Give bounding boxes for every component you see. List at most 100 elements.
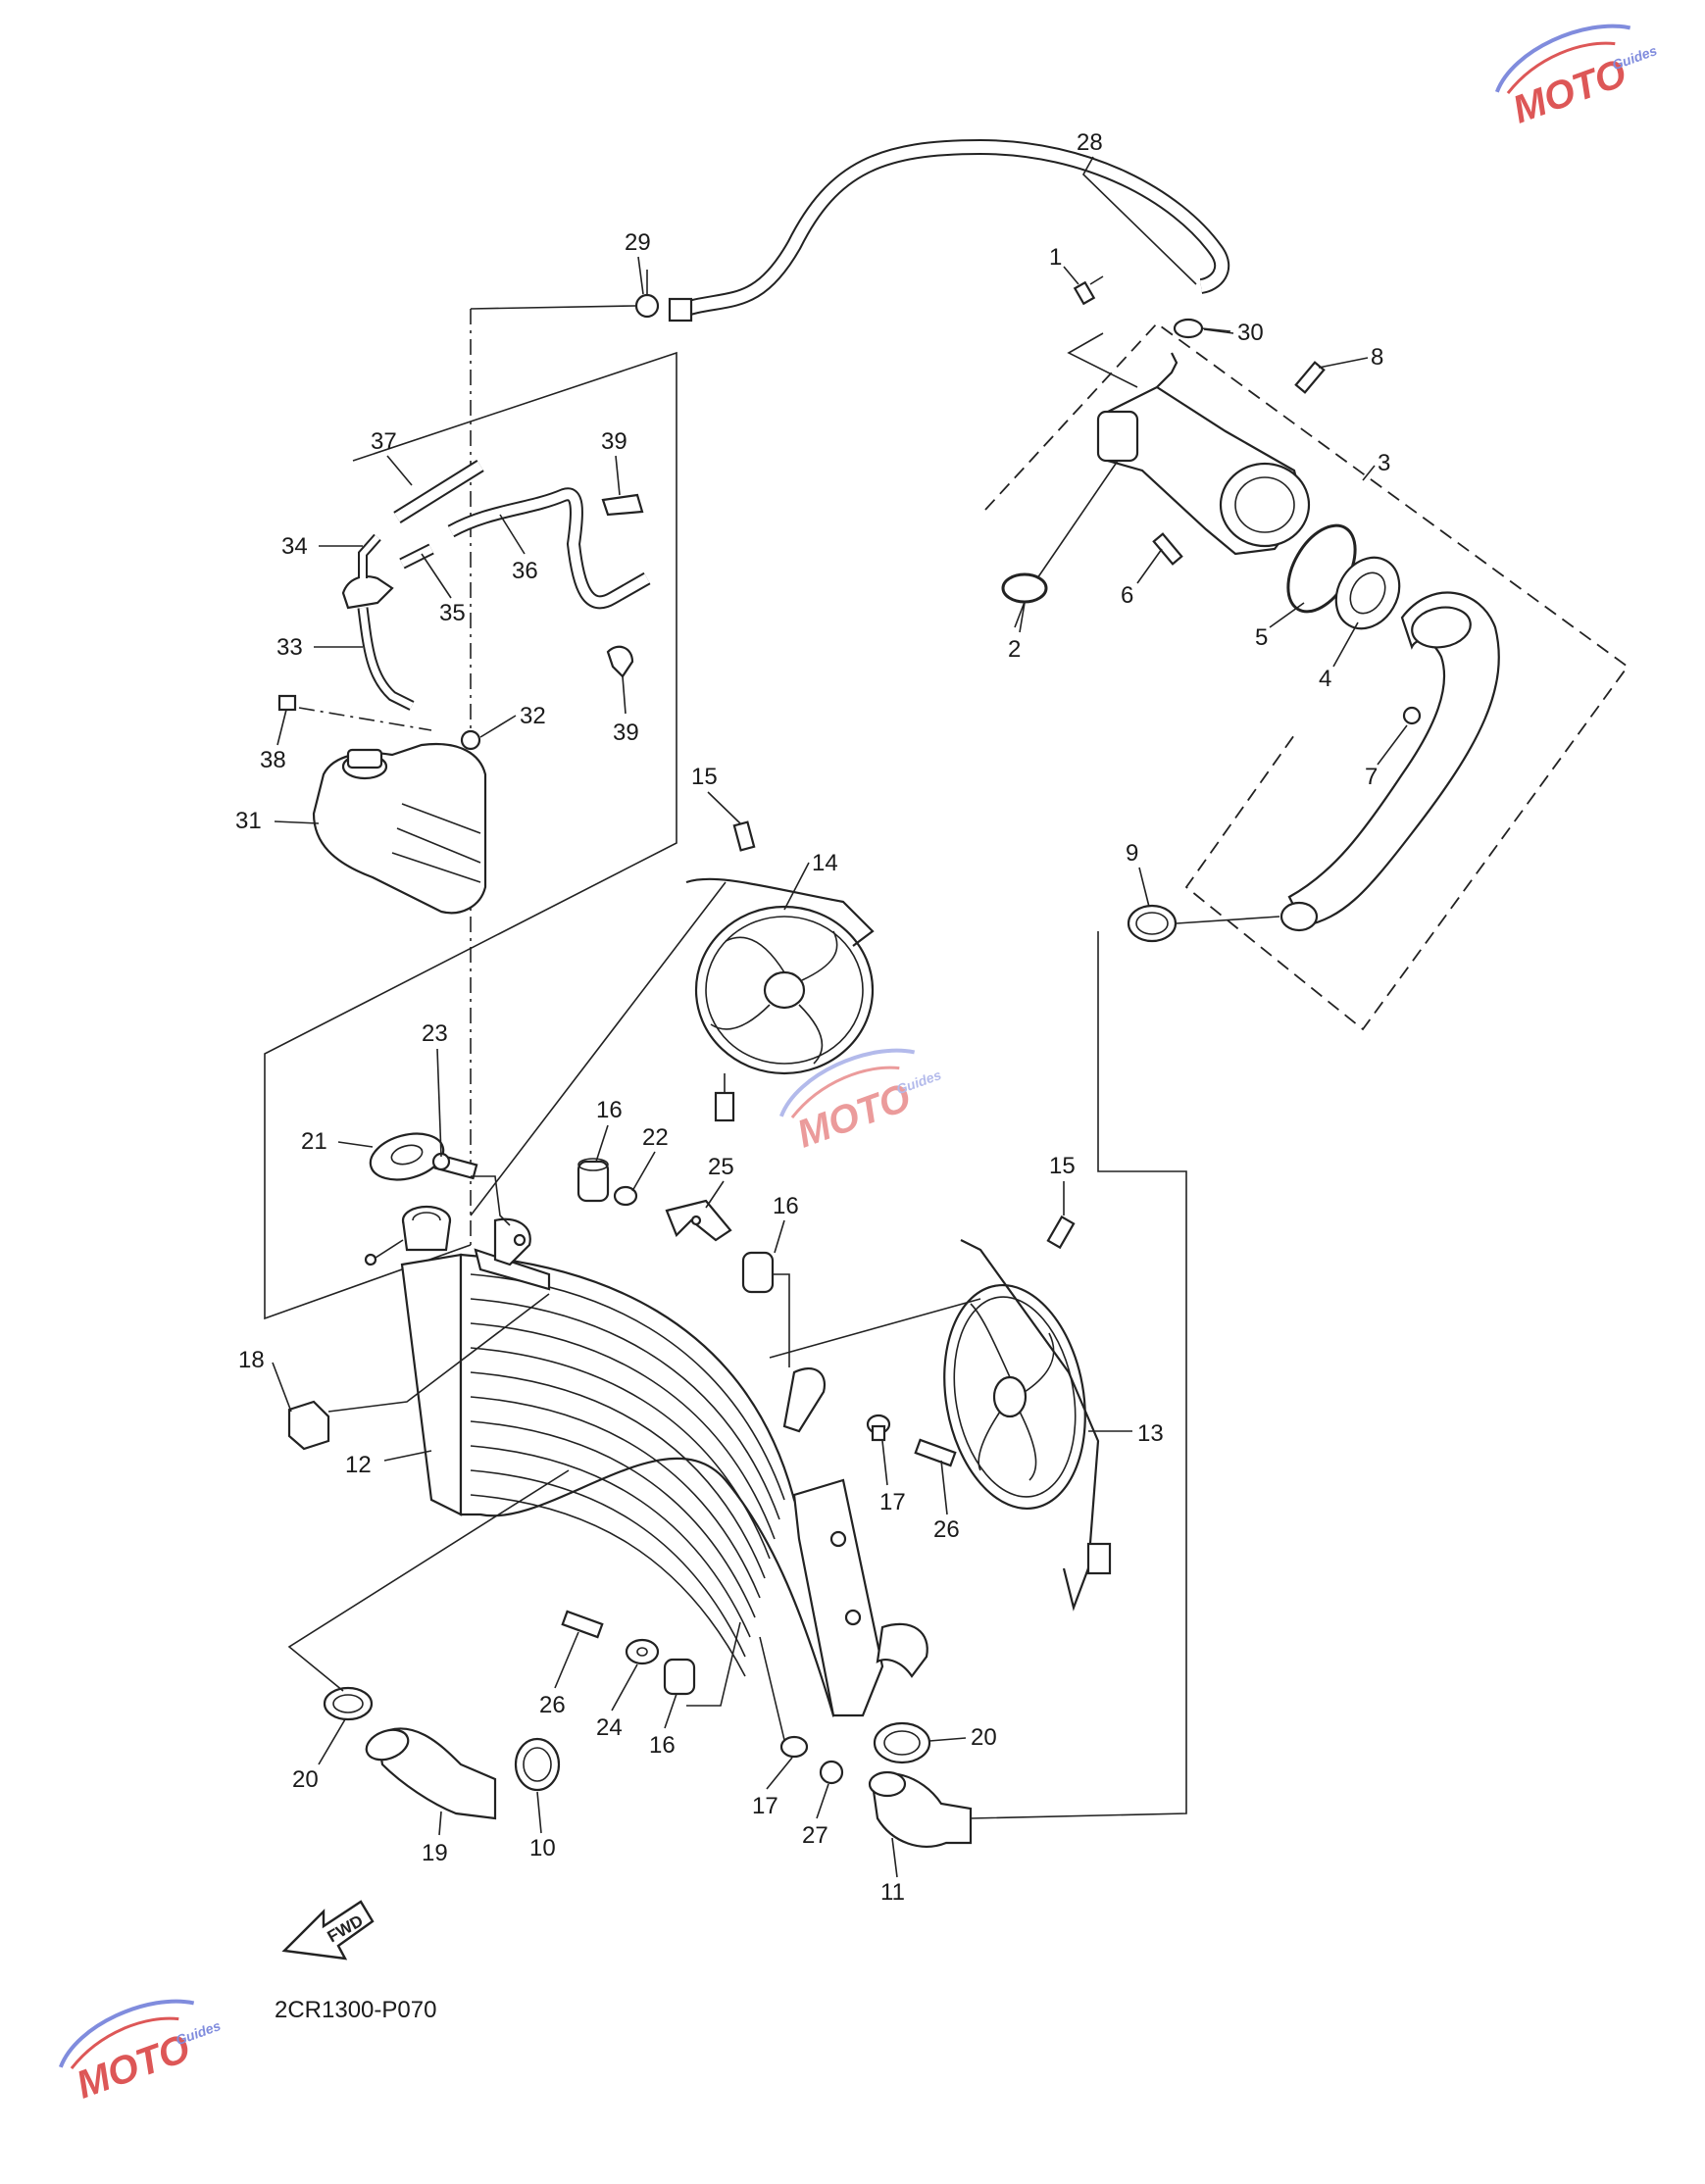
collar [613,1185,638,1207]
hose-clip [606,645,634,678]
callout-22: 22 [642,1124,669,1151]
bolt [914,1438,957,1467]
damper [741,1251,775,1294]
hose-clamp [323,1686,374,1721]
hose-joint [399,543,434,570]
bolt [1152,532,1183,566]
watermark-subtext: Guides [894,1067,943,1097]
callout-17-lower: 17 [752,1793,778,1819]
callout-39-lower: 39 [613,720,639,746]
filler-neck [364,1205,452,1266]
forward-direction-arrow: FWD [281,1900,375,1961]
callout-37: 37 [371,428,397,455]
screw [277,694,297,712]
callout-8: 8 [1371,344,1383,371]
leader-9 [1176,916,1280,924]
cooling-fan-upper [685,877,875,1122]
callout-33: 33 [276,634,303,661]
callout-11: 11 [880,1879,905,1906]
callout-29: 29 [625,229,651,256]
callout-7: 7 [1365,764,1378,790]
callout-9: 9 [1126,840,1138,867]
hose-clamp [514,1737,561,1792]
callout-21: 21 [301,1128,327,1155]
callout-38: 38 [260,747,286,773]
callout-16-lower: 16 [649,1732,676,1759]
callout-6: 6 [1121,582,1133,609]
callout-16-middle: 16 [773,1193,799,1219]
hose-clip [1173,318,1231,339]
callout-4: 4 [1319,666,1331,692]
callout-5: 5 [1255,624,1268,651]
collar [779,1735,809,1759]
callout-26-lower: 26 [539,1692,566,1718]
rubber-block [287,1400,330,1451]
radiator-hose-lower [868,1770,973,1848]
watermark-subtext: Guides [174,2017,223,2048]
leader-fan-mount [470,881,727,1216]
elbow-hose [358,533,381,578]
breather-pipe [357,607,415,711]
leader-lower-mount [287,1469,570,1692]
callout-31: 31 [235,808,262,834]
radiator-cap [369,1132,445,1181]
leader-lower-mount-3 [759,1636,785,1741]
thermostat [1334,556,1401,630]
collar [866,1414,891,1442]
callout-30: 30 [1237,320,1264,346]
callout-35: 35 [439,600,466,626]
damper [663,1658,696,1696]
callout-28: 28 [1077,129,1103,156]
leader-fan-mount-2 [327,1293,550,1413]
thermostat-cover-pipe [1279,591,1500,932]
callout-24: 24 [596,1714,623,1741]
reservoir-hose [447,487,651,610]
leader-o-ring-line [1036,460,1119,579]
hose-clip [601,493,644,517]
radiator-bracket [782,1366,827,1433]
callout-27: 27 [802,1822,828,1849]
watermark-logo-top-right: MOTO Guides [1494,24,1659,132]
radiator [400,1217,928,1717]
callout-15-lower: 15 [1049,1153,1076,1179]
overflow-hose [668,138,1230,323]
leader-fan-lower-line [769,1298,981,1359]
callout-34: 34 [281,533,308,560]
callout-19: 19 [422,1840,448,1866]
bolt [1294,357,1369,394]
callout-13: 13 [1137,1420,1164,1447]
callout-10: 10 [529,1835,556,1861]
o-ring [1001,572,1048,604]
reservoir-mount-line [298,707,432,731]
leader-23 [471,1175,511,1226]
thermostat-assembly-dashed-box [984,322,1630,1031]
radiator-hose-left [365,1727,497,1820]
callout-16-upper: 16 [596,1097,623,1123]
drawing-code: 2CR1300-P070 [275,1997,436,2023]
hose-clamp [1127,904,1178,943]
leader-assembly [1067,332,1138,388]
reservoir-tank [312,742,487,915]
callout-23: 23 [422,1020,448,1047]
breather-hose [393,460,484,523]
bolt [561,1610,604,1639]
bolt [1046,1215,1076,1250]
leader-16b [773,1273,790,1367]
watermark-logo-bottom-left: MOTO Guides [58,1999,223,2108]
washer [625,1638,660,1665]
leader-29-guide [470,305,636,310]
callout-3: 3 [1378,450,1390,476]
callout-39-upper: 39 [601,428,627,455]
bolt [732,820,756,852]
bracket [665,1199,732,1242]
watermark-subtext: Guides [1610,42,1659,73]
callout-20-left: 20 [292,1766,319,1793]
nut [819,1760,844,1785]
leader-2 [1014,601,1026,628]
callout-14: 14 [812,850,838,876]
leader-lower-mount-2 [686,1621,741,1707]
callout-2: 2 [1008,636,1021,663]
callout-36: 36 [512,558,538,584]
callout-leaders [272,156,1408,1878]
